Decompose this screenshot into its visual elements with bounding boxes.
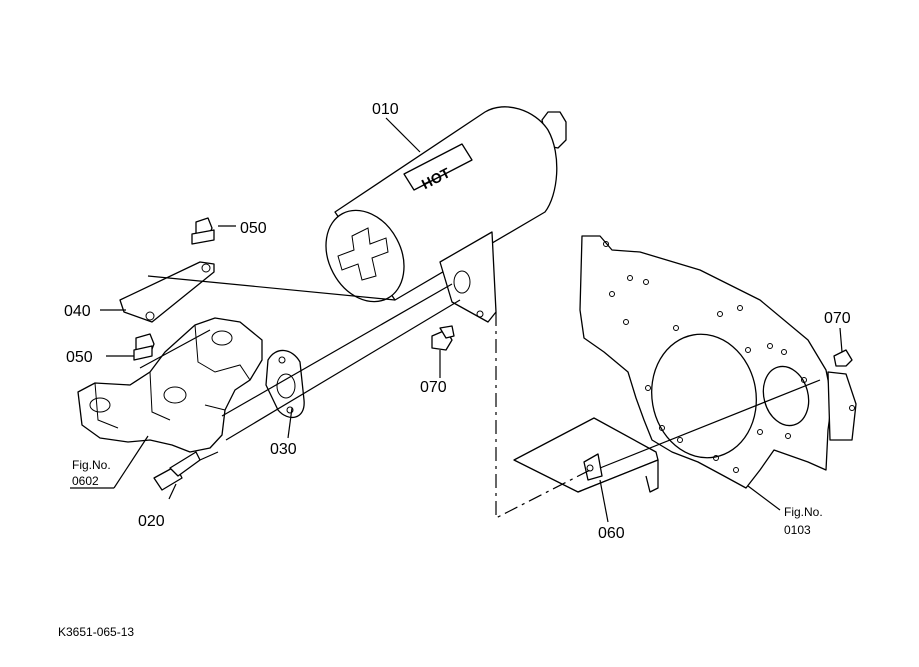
callout-070-right: 070 (824, 310, 851, 327)
gasket (265, 349, 305, 419)
callout-050-top: 050 (240, 220, 267, 237)
callout-070-mid: 070 (420, 379, 447, 396)
fig-ref-right-number: 0103 (784, 523, 811, 537)
fig-ref-left-number: 0602 (72, 474, 99, 488)
drawing-id: K3651-065-13 (58, 625, 134, 639)
bolt-right (833, 349, 853, 367)
callout-010: 010 (372, 101, 399, 118)
exhaust-manifold (77, 317, 263, 453)
support-plate (513, 417, 659, 493)
callout-050-left: 050 (66, 349, 93, 366)
callout-040: 040 (64, 303, 91, 320)
stud-bolt (153, 451, 201, 491)
bolt-mid (431, 325, 455, 351)
muffler: HOT (325, 106, 567, 323)
leader-lines (100, 117, 843, 523)
callout-030: 030 (270, 441, 297, 458)
callout-020: 020 (138, 513, 165, 530)
bolt-left (133, 333, 155, 361)
assembly-lines (139, 275, 821, 519)
callout-060: 060 (598, 525, 625, 542)
fig-ref-right-prefix: Fig.No. (784, 505, 823, 519)
bolt-top (191, 217, 215, 245)
bracket-plate (119, 261, 215, 323)
engine-plate (579, 235, 857, 489)
fig-ref-left-prefix: Fig.No. (72, 458, 111, 472)
